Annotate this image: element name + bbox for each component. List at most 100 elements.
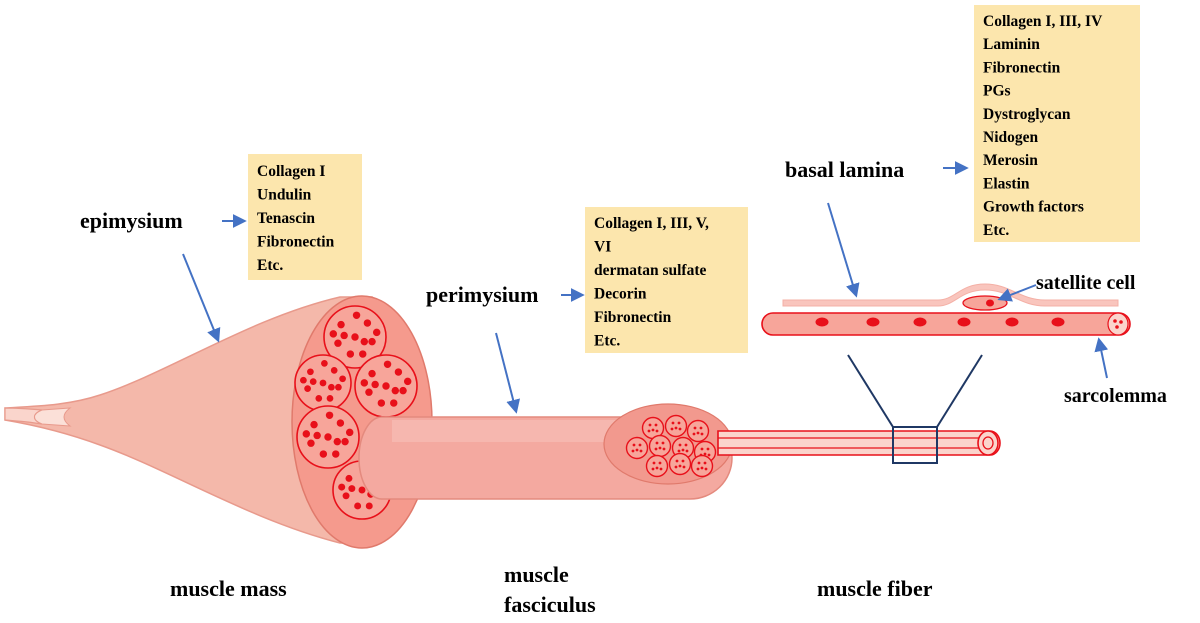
fiber-dot xyxy=(352,311,361,320)
fiber-dot xyxy=(365,388,373,396)
info-box-line: PGs xyxy=(983,83,1011,100)
myofibril-dot xyxy=(1115,325,1119,329)
info-box-line: Merosin xyxy=(983,152,1038,169)
sarcolemma-label: sarcolemma xyxy=(1064,385,1167,407)
fiber-dot xyxy=(399,386,407,395)
myofibril-dot xyxy=(692,432,696,436)
myofibril-dot xyxy=(685,449,689,453)
myofibril-dot xyxy=(1119,320,1123,324)
fiber-dot xyxy=(368,337,376,346)
fiber-dot xyxy=(334,339,342,347)
myofibril-dot xyxy=(647,429,651,433)
info-box-line: Etc. xyxy=(257,257,283,274)
fiber-dot xyxy=(382,382,390,390)
fiber-dot xyxy=(360,337,369,346)
fiber-dot xyxy=(313,431,321,440)
nucleus xyxy=(913,317,927,327)
fiber-dot xyxy=(309,378,317,385)
fiber-dot xyxy=(337,320,345,329)
zoom-frame xyxy=(892,426,938,464)
myofibril-dot xyxy=(655,429,659,433)
fiber-tube-outer xyxy=(717,430,1001,456)
fiber-dot xyxy=(342,492,350,500)
myofibril-dot xyxy=(696,431,700,435)
myofibril-dot xyxy=(671,421,675,425)
info-box-line: Laminin xyxy=(983,36,1040,53)
fiber-dot xyxy=(390,399,398,407)
info-box-line: Collagen I, III, IV xyxy=(983,13,1103,30)
fiber-dot xyxy=(330,367,338,374)
myofibril-dot xyxy=(670,427,674,431)
myofibril-dot xyxy=(707,453,711,457)
myofibril-dot xyxy=(700,447,704,451)
fiber-end-inner xyxy=(982,436,994,450)
fiber-dot xyxy=(300,376,307,384)
myofibril-dot xyxy=(658,446,662,450)
myofibril-dot xyxy=(639,449,643,453)
fiber-dot xyxy=(332,450,340,458)
zoom-line-right xyxy=(936,354,983,428)
myofibril-dot xyxy=(703,461,707,465)
fiber-dot xyxy=(363,319,372,327)
myofibril-dot xyxy=(654,447,658,451)
fiber-dot xyxy=(307,439,315,447)
fiber-dot xyxy=(371,380,379,389)
fiber-dot xyxy=(391,386,400,395)
info-box-line: Fibronectin xyxy=(594,309,672,326)
myofibril-dot xyxy=(648,423,652,427)
myofibril-dot xyxy=(700,432,704,436)
info-box-line: Fibronectin xyxy=(257,234,335,251)
nucleus xyxy=(815,317,829,327)
satellite-cell-pointer-arrow xyxy=(997,284,1037,302)
info-box-line: Decorin xyxy=(594,286,647,303)
myofibril-dot xyxy=(706,447,710,451)
epimysium-pointer-arrow xyxy=(182,253,221,343)
fiber-dot xyxy=(319,450,328,458)
myofibril-dot xyxy=(631,449,635,453)
myofibril-dot xyxy=(684,443,688,447)
myofibril-dot xyxy=(677,421,681,425)
fiber-dot xyxy=(325,411,334,420)
myofibril-dot xyxy=(674,465,678,469)
myofibril-dot xyxy=(675,459,679,463)
fiber-circle xyxy=(625,436,649,460)
fasciculus-highlight xyxy=(392,420,640,442)
fiber-dot xyxy=(339,375,346,383)
myofibril-dot xyxy=(635,448,639,452)
myofibril-dot xyxy=(700,466,704,470)
myofibril-dot xyxy=(693,426,697,430)
fiber-dot xyxy=(335,383,342,391)
satellite-cell-shape xyxy=(962,295,1008,311)
magnified-fiber-illustration xyxy=(761,283,1131,336)
sarcolemma-pointer-arrow xyxy=(1094,337,1109,379)
fiber-circle xyxy=(664,414,688,438)
myofibril-dot xyxy=(677,449,681,453)
fiber-circle xyxy=(690,454,714,478)
fiber-circle xyxy=(668,452,692,476)
basal-lamina-pointer-arrow xyxy=(827,202,860,298)
myofibril-dot xyxy=(697,461,701,465)
fiber-dot xyxy=(372,328,381,337)
fiber-dot xyxy=(368,369,376,378)
caption-muscle-mass: muscle mass xyxy=(170,576,287,601)
info-box-line: Tenascin xyxy=(257,210,315,227)
basal-lamina-label: basal lamina xyxy=(785,157,904,182)
info-box-line: Nidogen xyxy=(983,129,1039,146)
info-box-line: Etc. xyxy=(983,222,1009,239)
fiber-dot xyxy=(324,433,332,441)
info-box-line: Collagen I xyxy=(257,163,325,180)
myofibril-dot xyxy=(632,443,636,447)
fiber-dot xyxy=(394,368,403,376)
myofibril-dot xyxy=(678,443,682,447)
muscle-mass-illustration xyxy=(4,295,433,549)
info-box-line: VI xyxy=(594,239,611,256)
myofibril-dot xyxy=(655,441,659,445)
caption-muscle-fasciculus-line2: fasciculus xyxy=(504,592,596,617)
muscle-fasciculus-illustration xyxy=(358,403,733,500)
myofibril-dot xyxy=(681,459,685,463)
fiber-dot xyxy=(377,399,386,407)
fiber-circle xyxy=(686,419,710,443)
fiber-dot xyxy=(302,430,311,438)
